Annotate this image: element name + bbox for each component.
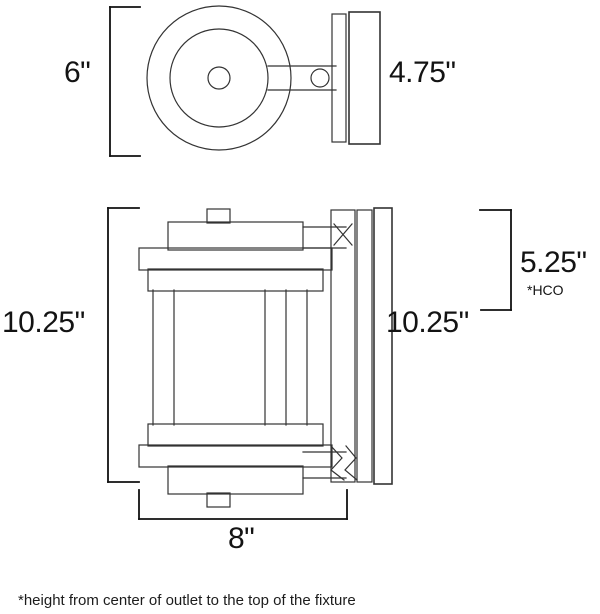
side-view-backplate-mid — [356, 209, 373, 483]
dimension-bracket-6in — [109, 6, 141, 157]
side-view-backplate-column — [330, 209, 356, 483]
drawing-footnote: *height from center of outlet to the top… — [18, 592, 356, 609]
dimension-label-width: 8" — [228, 522, 255, 555]
side-view-lower-cross-a — [330, 445, 345, 481]
side-view-bottom-cap — [167, 465, 304, 495]
side-view-bottom-band — [138, 444, 333, 468]
dimension-label-height-right: 10.25" — [386, 306, 469, 339]
dimension-label-height-left: 10.25" — [2, 306, 85, 339]
side-view-lower-cross-b — [344, 445, 358, 481]
top-view-middle-circle — [169, 28, 269, 128]
dimension-bracket-height-left — [107, 207, 140, 483]
top-view-group — [146, 5, 381, 151]
side-view-bottom-finial — [206, 492, 231, 508]
side-view-backplate-outer — [373, 207, 393, 485]
dimension-bracket-width — [138, 489, 348, 520]
dimension-bracket-outlet-height — [479, 209, 512, 311]
side-view-top-shoulder — [147, 268, 324, 292]
dimension-label-hco-note: *HCO — [527, 282, 564, 298]
side-view-group — [138, 207, 393, 508]
top-view-backplate-outer — [348, 11, 381, 145]
dimension-label-outlet-height: 5.25" — [520, 246, 587, 279]
side-view-upper-cross-b — [333, 223, 353, 246]
top-view-outer-circle — [146, 5, 292, 151]
top-view-backplate-inner — [331, 13, 347, 143]
side-view-top-cap — [167, 221, 304, 251]
dimension-label-top-height: 6" — [64, 56, 91, 89]
side-view-top-finial — [206, 208, 231, 224]
top-view-inner-circle — [207, 66, 231, 90]
dimension-label-top-depth: 4.75" — [389, 56, 456, 89]
side-view-bottom-shoulder — [147, 423, 324, 447]
top-view-arm-knuckle — [310, 68, 330, 88]
side-view-top-band — [138, 247, 333, 271]
